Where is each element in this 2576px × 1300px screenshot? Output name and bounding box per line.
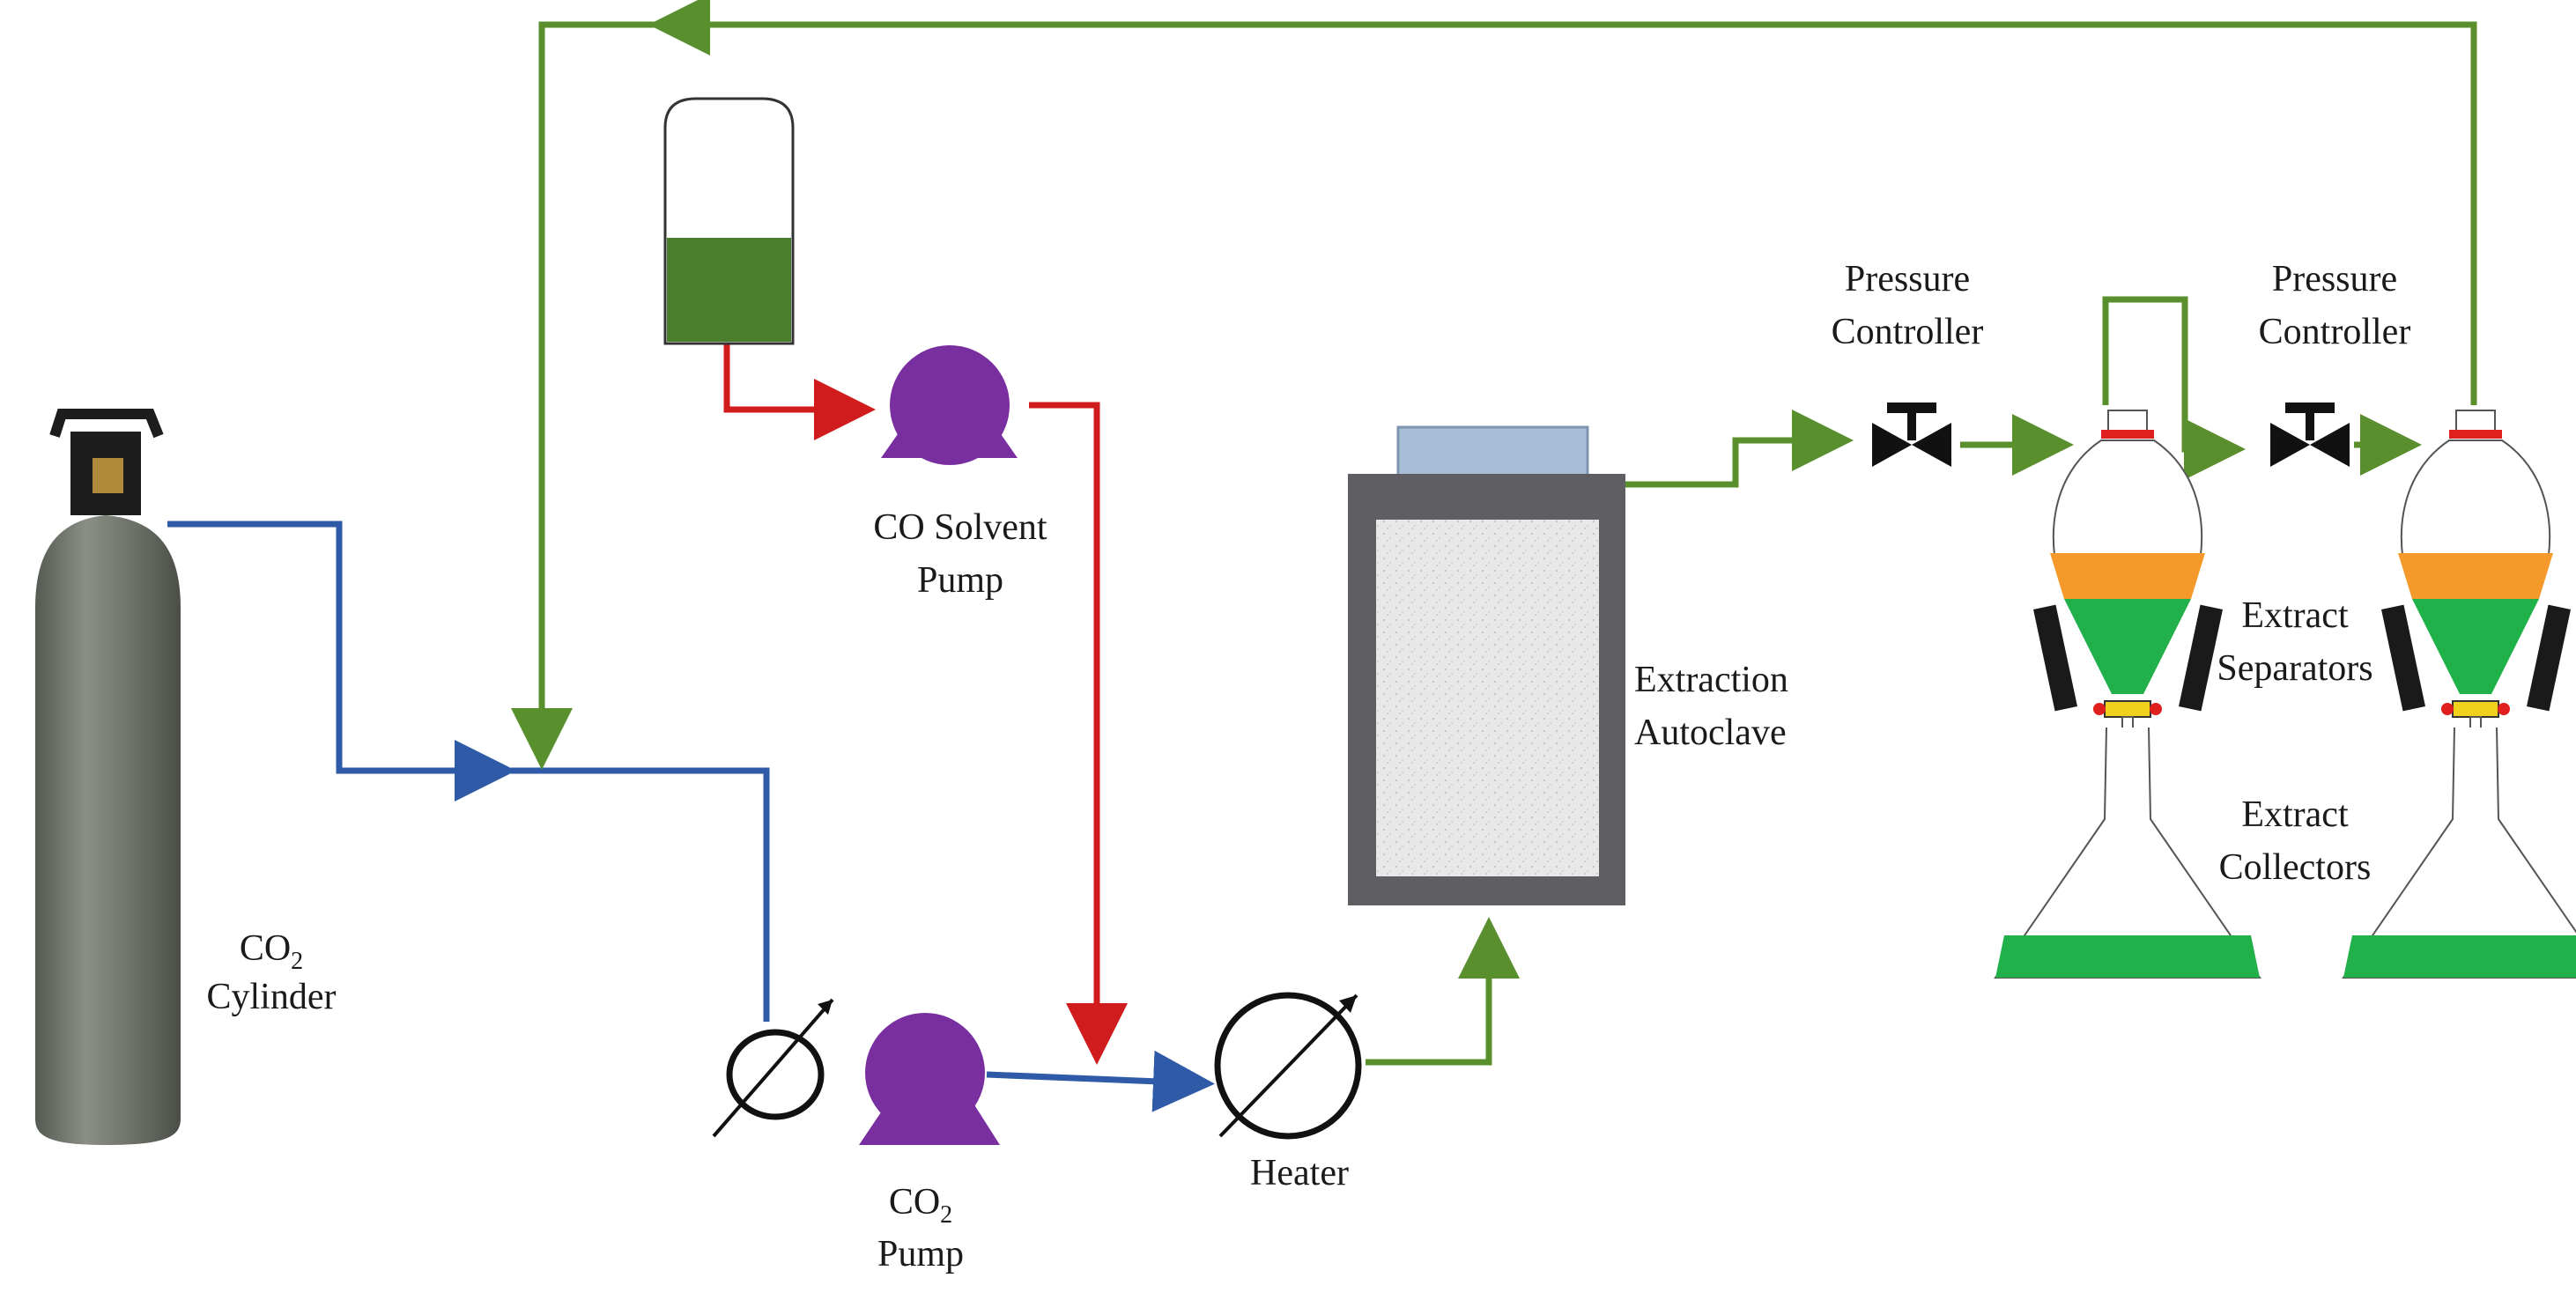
co2-feed-line bbox=[167, 521, 516, 801]
co2-pump-label: CO2 bbox=[889, 1182, 952, 1229]
recycle-line-top bbox=[648, 0, 2477, 405]
pressure-controller-1-label-2: Controller bbox=[1832, 312, 1984, 352]
gas-cylinder-icon bbox=[35, 409, 181, 1145]
pressure-controller-2-label: Pressure bbox=[2272, 259, 2397, 299]
separators-label: Extract bbox=[2241, 595, 2349, 636]
cosolvent-tank bbox=[663, 97, 795, 345]
cosolvent-pump-label-2: Pump bbox=[917, 560, 1003, 601]
collectors-label-2: Collectors bbox=[2219, 847, 2372, 888]
co2-to-cooler-line bbox=[511, 767, 770, 1022]
cooler-icon bbox=[712, 998, 834, 1138]
autoclave-label: Extraction bbox=[1634, 660, 1788, 700]
co2-pump-to-heater-line bbox=[986, 1050, 1215, 1112]
separator-flask-icon bbox=[1995, 410, 2261, 979]
heater-to-autoclave-line bbox=[1366, 917, 1520, 1066]
cylinder-label-name: Cylinder bbox=[207, 977, 337, 1017]
cosolvent-pump-icon bbox=[881, 345, 1018, 465]
pressure-controller-2-label-2: Controller bbox=[2259, 312, 2411, 352]
cosolvent-pump-label: CO Solvent bbox=[873, 507, 1047, 548]
co2-pump-icon bbox=[859, 1013, 1000, 1145]
co2-pump-label-name: Pump bbox=[877, 1234, 964, 1274]
heat-exchanger-icon bbox=[1214, 992, 1362, 1140]
cosolvent-pump-line bbox=[1029, 402, 1128, 1065]
separator-flask-icon bbox=[2343, 410, 2576, 979]
pressure-controller-1-label: Pressure bbox=[1845, 259, 1970, 299]
recycle-line-down bbox=[511, 21, 665, 770]
cosolvent-tank-line bbox=[723, 343, 876, 440]
extraction-autoclave bbox=[1348, 425, 1625, 905]
autoclave-label-2: Autoclave bbox=[1634, 713, 1787, 753]
collectors-label: Extract bbox=[2241, 794, 2349, 835]
heater-label: Heater bbox=[1250, 1153, 1349, 1193]
valve-icon bbox=[2270, 403, 2350, 467]
valve-icon bbox=[1872, 403, 1951, 467]
separator1-to-valve2-line bbox=[2102, 296, 2246, 480]
autoclave-to-valve-line bbox=[1625, 410, 1854, 488]
separators-label-2: Separators bbox=[2217, 648, 2372, 689]
cylinder-label: CO2 bbox=[240, 928, 303, 975]
